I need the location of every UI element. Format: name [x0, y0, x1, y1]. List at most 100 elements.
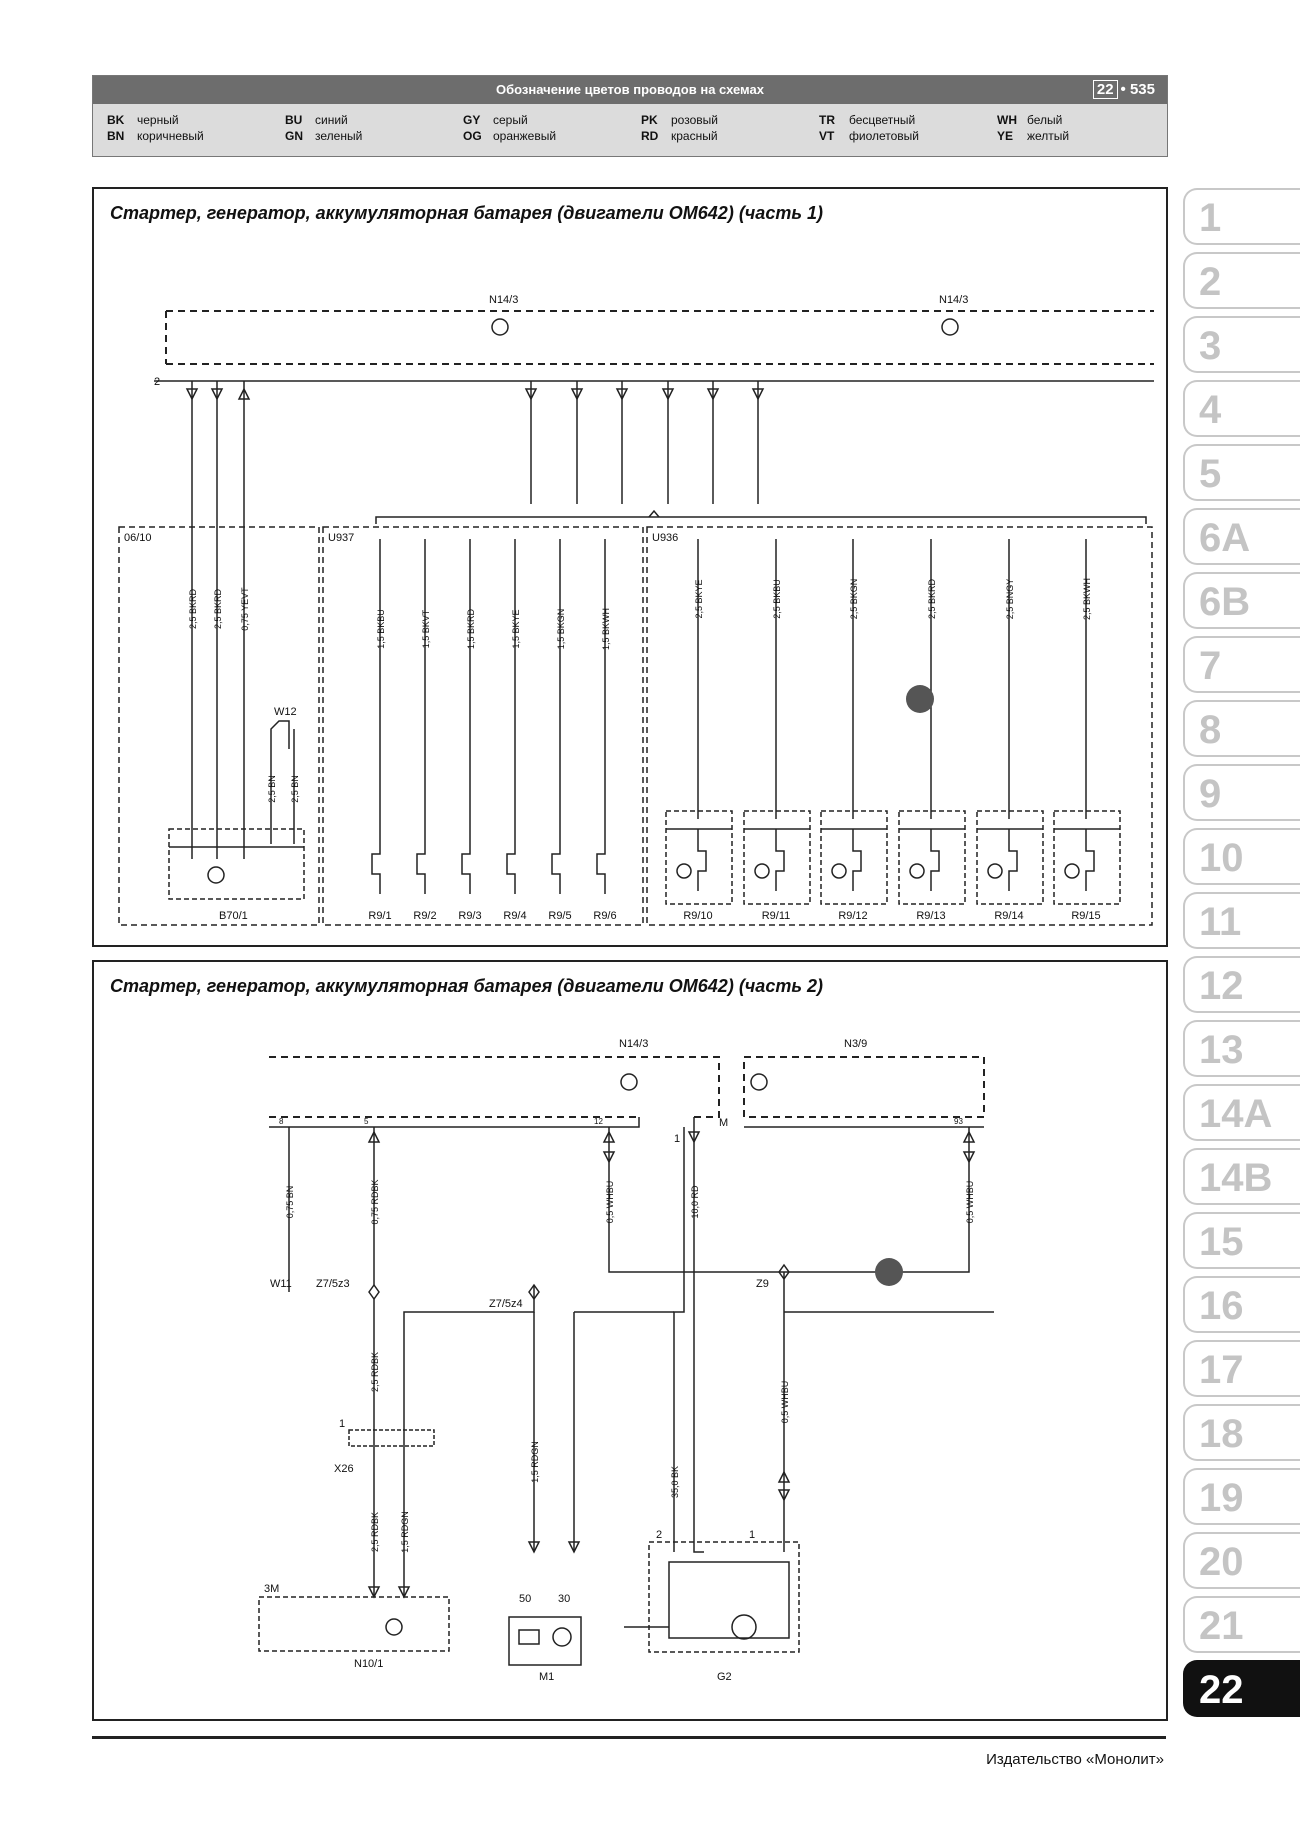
wire-label: 2,5 RDBK — [370, 1352, 380, 1392]
heater-label: R9/13 — [916, 910, 945, 922]
connector-pin: 5 — [364, 1117, 369, 1126]
g2-pin: 2 — [656, 1529, 662, 1541]
wire-label: 0,75 RDBK — [370, 1179, 380, 1224]
wire-label: 2,5 BN — [290, 775, 300, 803]
chapter-tab-9[interactable]: 9 — [1183, 764, 1300, 821]
page-number-value: 535 — [1129, 81, 1155, 98]
heater-label: R9/2 — [413, 910, 436, 922]
chapter-tab-7[interactable]: 7 — [1183, 636, 1300, 693]
heater-label: R9/4 — [503, 910, 526, 922]
w11-label: W11 — [270, 1278, 292, 1290]
heater-label: R9/6 — [593, 910, 616, 922]
wire-label: 35,0 BK — [670, 1466, 680, 1498]
g2-pin: 1 — [749, 1529, 755, 1541]
chapter-tab-5[interactable]: 5 — [1183, 444, 1300, 501]
n14-module-label: N14/3 — [619, 1038, 648, 1050]
b70-sensor-label: B70/1 — [219, 910, 248, 922]
wire-label: 2,5 BN — [267, 775, 277, 803]
wire-label: 1,5 BKVT — [421, 609, 431, 648]
m1-pin: 30 — [558, 1593, 570, 1605]
heater-label: R9/1 — [368, 910, 391, 922]
m1-label: M1 — [539, 1671, 554, 1683]
chapter-tab-1[interactable]: 1 — [1183, 188, 1300, 245]
chapter-tab-14b[interactable]: 14B — [1183, 1148, 1300, 1205]
connector-pin: 12 — [594, 1117, 603, 1126]
n10-pin: 3M — [264, 1583, 279, 1595]
chapter-tab-10[interactable]: 10 — [1183, 828, 1300, 885]
bus-pin-label: 1 — [674, 1133, 680, 1145]
chapter-tab-11[interactable]: 11 — [1183, 892, 1300, 949]
legend-header-bar: Обозначение цветов проводов на схемах 22… — [93, 76, 1167, 104]
n39-module-label: N3/9 — [844, 1038, 867, 1050]
chapter-tab-13[interactable]: 13 — [1183, 1020, 1300, 1077]
chapter-tab-3[interactable]: 3 — [1183, 316, 1300, 373]
wiring-diagram-part-2: N14/3 N3/9 M 1 W11 Z7/5z3 Z7/5z4 Z9 X26 … — [92, 960, 1168, 1721]
n14-module-label: N14/3 — [489, 294, 518, 306]
wire-label: 0,5 WHBU — [605, 1181, 615, 1224]
chapter-tab-14a[interactable]: 14A — [1183, 1084, 1300, 1141]
m-label: M — [719, 1117, 728, 1129]
heater-label: R9/15 — [1071, 910, 1100, 922]
u936-label: U936 — [652, 532, 678, 544]
chapter-tab-18[interactable]: 18 — [1183, 1404, 1300, 1461]
wire-label: 0,75 YEVT — [240, 587, 250, 631]
chapter-tab-8[interactable]: 8 — [1183, 700, 1300, 757]
b70-group-label: 06/10 — [124, 532, 152, 544]
diagram-2-title: Стартер, генератор, аккумуляторная батар… — [110, 976, 824, 996]
wire-label: 1,5 BKGN — [556, 609, 566, 650]
chapter-tab-6b[interactable]: 6B — [1183, 572, 1300, 629]
wire-label: 1,5 BKBU — [376, 609, 386, 649]
wire-label: 2,5 BKRD — [213, 588, 223, 629]
chapter-tab-21[interactable]: 21 — [1183, 1596, 1300, 1653]
chapter-tabs: 1 2 3 4 5 6A 6B 7 8 9 10 11 12 13 14A 14… — [1183, 188, 1300, 1724]
z7-5z4-label: Z7/5z4 — [489, 1298, 523, 1310]
chapter-tab-19[interactable]: 19 — [1183, 1468, 1300, 1525]
chapter-tab-15[interactable]: 15 — [1183, 1212, 1300, 1269]
wire-label: 0,5 WHBU — [965, 1181, 975, 1224]
wire-label: 2,5 BNGY — [1005, 579, 1015, 620]
wire-label: 1,5 BKWH — [601, 608, 611, 650]
wire-label: 2,5 BKBU — [772, 579, 782, 619]
diagram-1-canvas: N14/3 N14/3 2 06/10 U937 U936 W12 B70/1 … — [118, 294, 1154, 926]
heater-label: R9/11 — [762, 910, 791, 922]
chapter-tab-2[interactable]: 2 — [1183, 252, 1300, 309]
x26-pin: 1 — [339, 1418, 345, 1430]
chapter-tab-16[interactable]: 16 — [1183, 1276, 1300, 1333]
n10-label: N10/1 — [354, 1658, 383, 1670]
w12-label: W12 — [274, 706, 297, 718]
wire-label: 2,5 BKGN — [849, 579, 859, 620]
chapter-tab-22-active[interactable]: 22 — [1183, 1660, 1300, 1717]
chapter-tab-17[interactable]: 17 — [1183, 1340, 1300, 1397]
heater-label: R9/14 — [994, 910, 1023, 922]
heater-label: R9/12 — [838, 910, 867, 922]
z9-label: Z9 — [756, 1278, 769, 1290]
publisher-credit: Издательство «Монолит» — [986, 1751, 1164, 1768]
g2-label: G2 — [717, 1671, 732, 1683]
wire-label: 0,75 BN — [285, 1186, 295, 1219]
chapter-tab-12[interactable]: 12 — [1183, 956, 1300, 1013]
page-number: 22• 535 — [1092, 80, 1155, 99]
connector-pin: 8 — [279, 1117, 284, 1126]
chapter-tab-4[interactable]: 4 — [1183, 380, 1300, 437]
wire-label: 0,5 WHBU — [780, 1381, 790, 1424]
x26-label: X26 — [334, 1463, 354, 1475]
chapter-tab-6a[interactable]: 6A — [1183, 508, 1300, 565]
wire-label: 1,5 BKYE — [511, 609, 521, 648]
diagram-1-title: Стартер, генератор, аккумуляторная батар… — [110, 203, 824, 223]
wire-label: 1,5 RDGN — [400, 1511, 410, 1553]
wire-label: 1,5 RDGN — [530, 1441, 540, 1483]
bus-number: 2 — [154, 376, 160, 388]
m1-pin: 50 — [519, 1593, 531, 1605]
wire-label: 2,5 BKRD — [927, 578, 937, 619]
chapter-tab-20[interactable]: 20 — [1183, 1532, 1300, 1589]
wiring-diagram-part-1: N14/3 N14/3 2 06/10 U937 U936 W12 B70/1 … — [92, 187, 1168, 947]
wire-label: 2,5 BKYE — [694, 579, 704, 618]
